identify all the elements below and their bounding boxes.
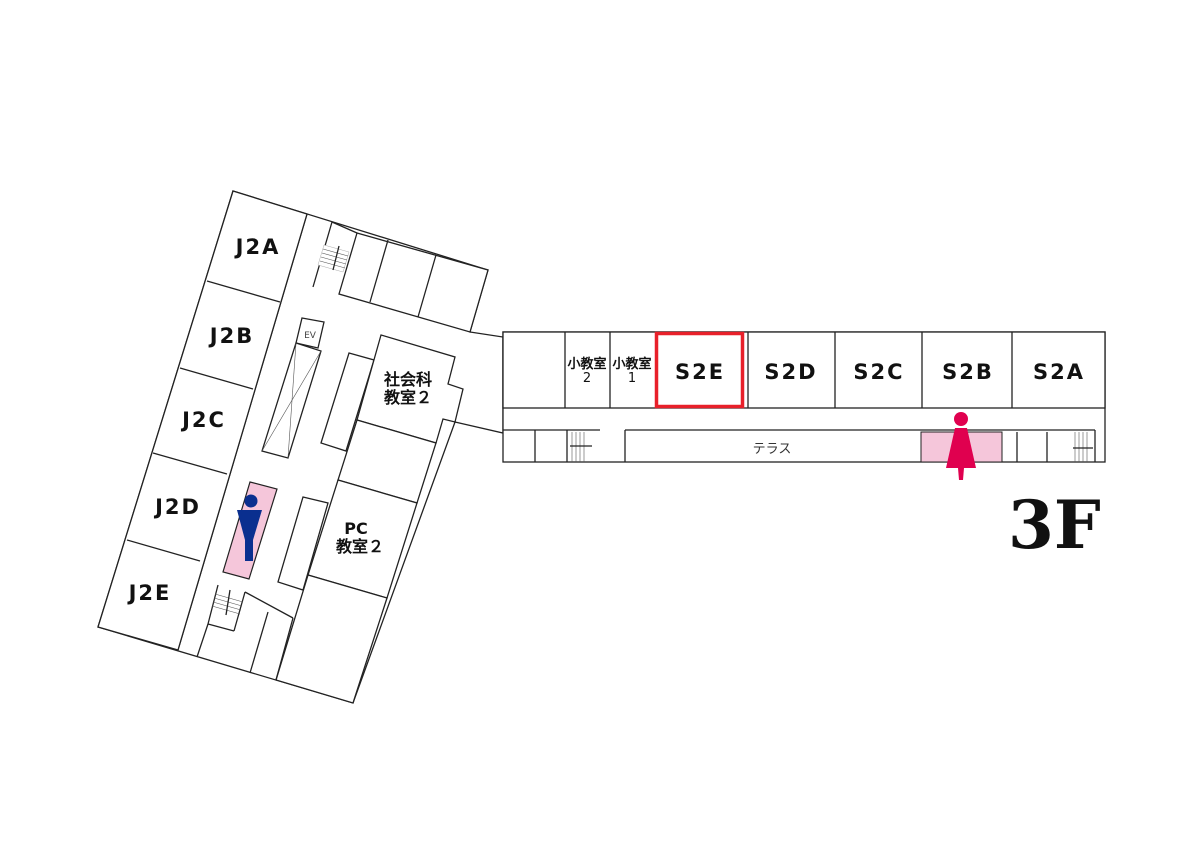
women-restroom-icon <box>946 412 976 480</box>
small-room-2-number: 2 <box>583 371 591 386</box>
highlighted-room-s2e[interactable] <box>654 331 745 409</box>
stairs-icon <box>570 432 592 462</box>
room-j2c[interactable]: J2C <box>180 408 226 432</box>
stairs-icon <box>1073 432 1093 462</box>
terrace-label: テラス <box>753 442 792 457</box>
stairs-icon <box>211 589 244 616</box>
top-rooms <box>338 232 489 333</box>
right-wing <box>502 331 1106 480</box>
room-s2c[interactable]: S2C <box>853 360 904 384</box>
elevator-label: EV <box>304 331 317 341</box>
stairs-icon <box>317 244 350 273</box>
social-room-label-1: 社会科 <box>383 370 432 389</box>
small-room-1-label: 小教室 <box>612 356 651 372</box>
pc-room-label-1: PC <box>344 519 367 538</box>
social-room-label-2: 教室２ <box>384 388 432 407</box>
men-restroom-icon <box>237 494 262 561</box>
room-j2b[interactable]: J2B <box>208 324 254 348</box>
j2-column <box>97 190 308 651</box>
left-wing: EV <box>97 190 504 704</box>
room-j2e[interactable]: J2E <box>127 581 172 605</box>
small-room-1-number: 1 <box>628 371 636 386</box>
room-s2b[interactable]: S2B <box>942 360 994 384</box>
small-room-2-label: 小教室 <box>567 356 606 372</box>
floor-label: 3F <box>1008 486 1101 564</box>
room-s2d[interactable]: S2D <box>764 360 817 384</box>
room-j2d[interactable]: J2D <box>153 495 201 519</box>
pc-room-label-2: 教室２ <box>336 537 384 556</box>
elevator-icon <box>295 317 325 349</box>
room-s2a[interactable]: S2A <box>1033 360 1085 384</box>
room-j2a[interactable]: J2A <box>234 235 281 259</box>
room-s2e[interactable]: S2E <box>675 360 725 384</box>
